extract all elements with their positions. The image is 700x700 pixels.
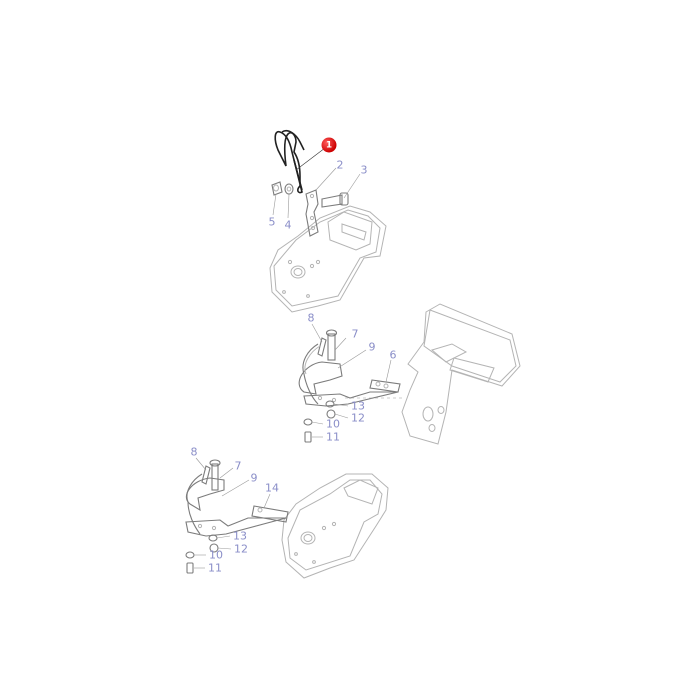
callout-12-lower[interactable]: 12 <box>234 542 248 556</box>
callout-4[interactable]: 4 <box>284 218 292 232</box>
part-7-pin <box>325 329 338 361</box>
callout-6[interactable]: 6 <box>389 348 397 362</box>
callout-7[interactable]: 7 <box>351 327 359 341</box>
part-9-clip-lever <box>298 361 399 407</box>
part-2-link-plate <box>305 189 319 237</box>
callout-5[interactable]: 5 <box>268 215 276 229</box>
callout-9-lower[interactable]: 9 <box>250 471 258 485</box>
top-bracket <box>269 205 387 313</box>
middle-mounting-plate <box>401 303 521 445</box>
part-13-washer-lower <box>208 534 218 542</box>
part-3-bolt <box>321 192 349 208</box>
callout-3[interactable]: 3 <box>360 163 368 177</box>
callout-2[interactable]: 2 <box>336 158 344 172</box>
part-10-washer <box>303 418 313 426</box>
callout-11[interactable]: 11 <box>326 430 340 444</box>
callout-8[interactable]: 8 <box>307 311 315 325</box>
callout-9[interactable]: 9 <box>368 340 376 354</box>
part-14-link <box>251 505 289 523</box>
bottom-bracket <box>281 473 389 579</box>
part-7-pin-lower <box>209 459 221 491</box>
callout-14[interactable]: 14 <box>265 481 279 495</box>
callout-12[interactable]: 12 <box>351 411 365 425</box>
callout-11-lower[interactable]: 11 <box>208 561 222 575</box>
callout-10[interactable]: 10 <box>326 417 340 431</box>
part-8-chain-lower <box>186 465 211 535</box>
callout-1-label: 1 <box>325 140 333 150</box>
callout-10-lower[interactable]: 10 <box>209 548 223 562</box>
part-1-spring-pin <box>274 129 305 194</box>
part-4-washer <box>284 183 294 195</box>
part-5-nut <box>271 181 283 196</box>
callout-13-lower[interactable]: 13 <box>233 529 247 543</box>
callout-13[interactable]: 13 <box>351 399 365 413</box>
callout-8-lower[interactable]: 8 <box>190 445 198 459</box>
part-6-clevis <box>369 379 401 393</box>
callout-1[interactable]: 1 <box>321 137 337 153</box>
callout-7-lower[interactable]: 7 <box>234 459 242 473</box>
part-11-bolt-lower <box>186 562 194 574</box>
part-8-chain <box>302 337 327 405</box>
part-11-bolt <box>304 431 312 443</box>
part-10-washer-lower <box>185 551 195 559</box>
